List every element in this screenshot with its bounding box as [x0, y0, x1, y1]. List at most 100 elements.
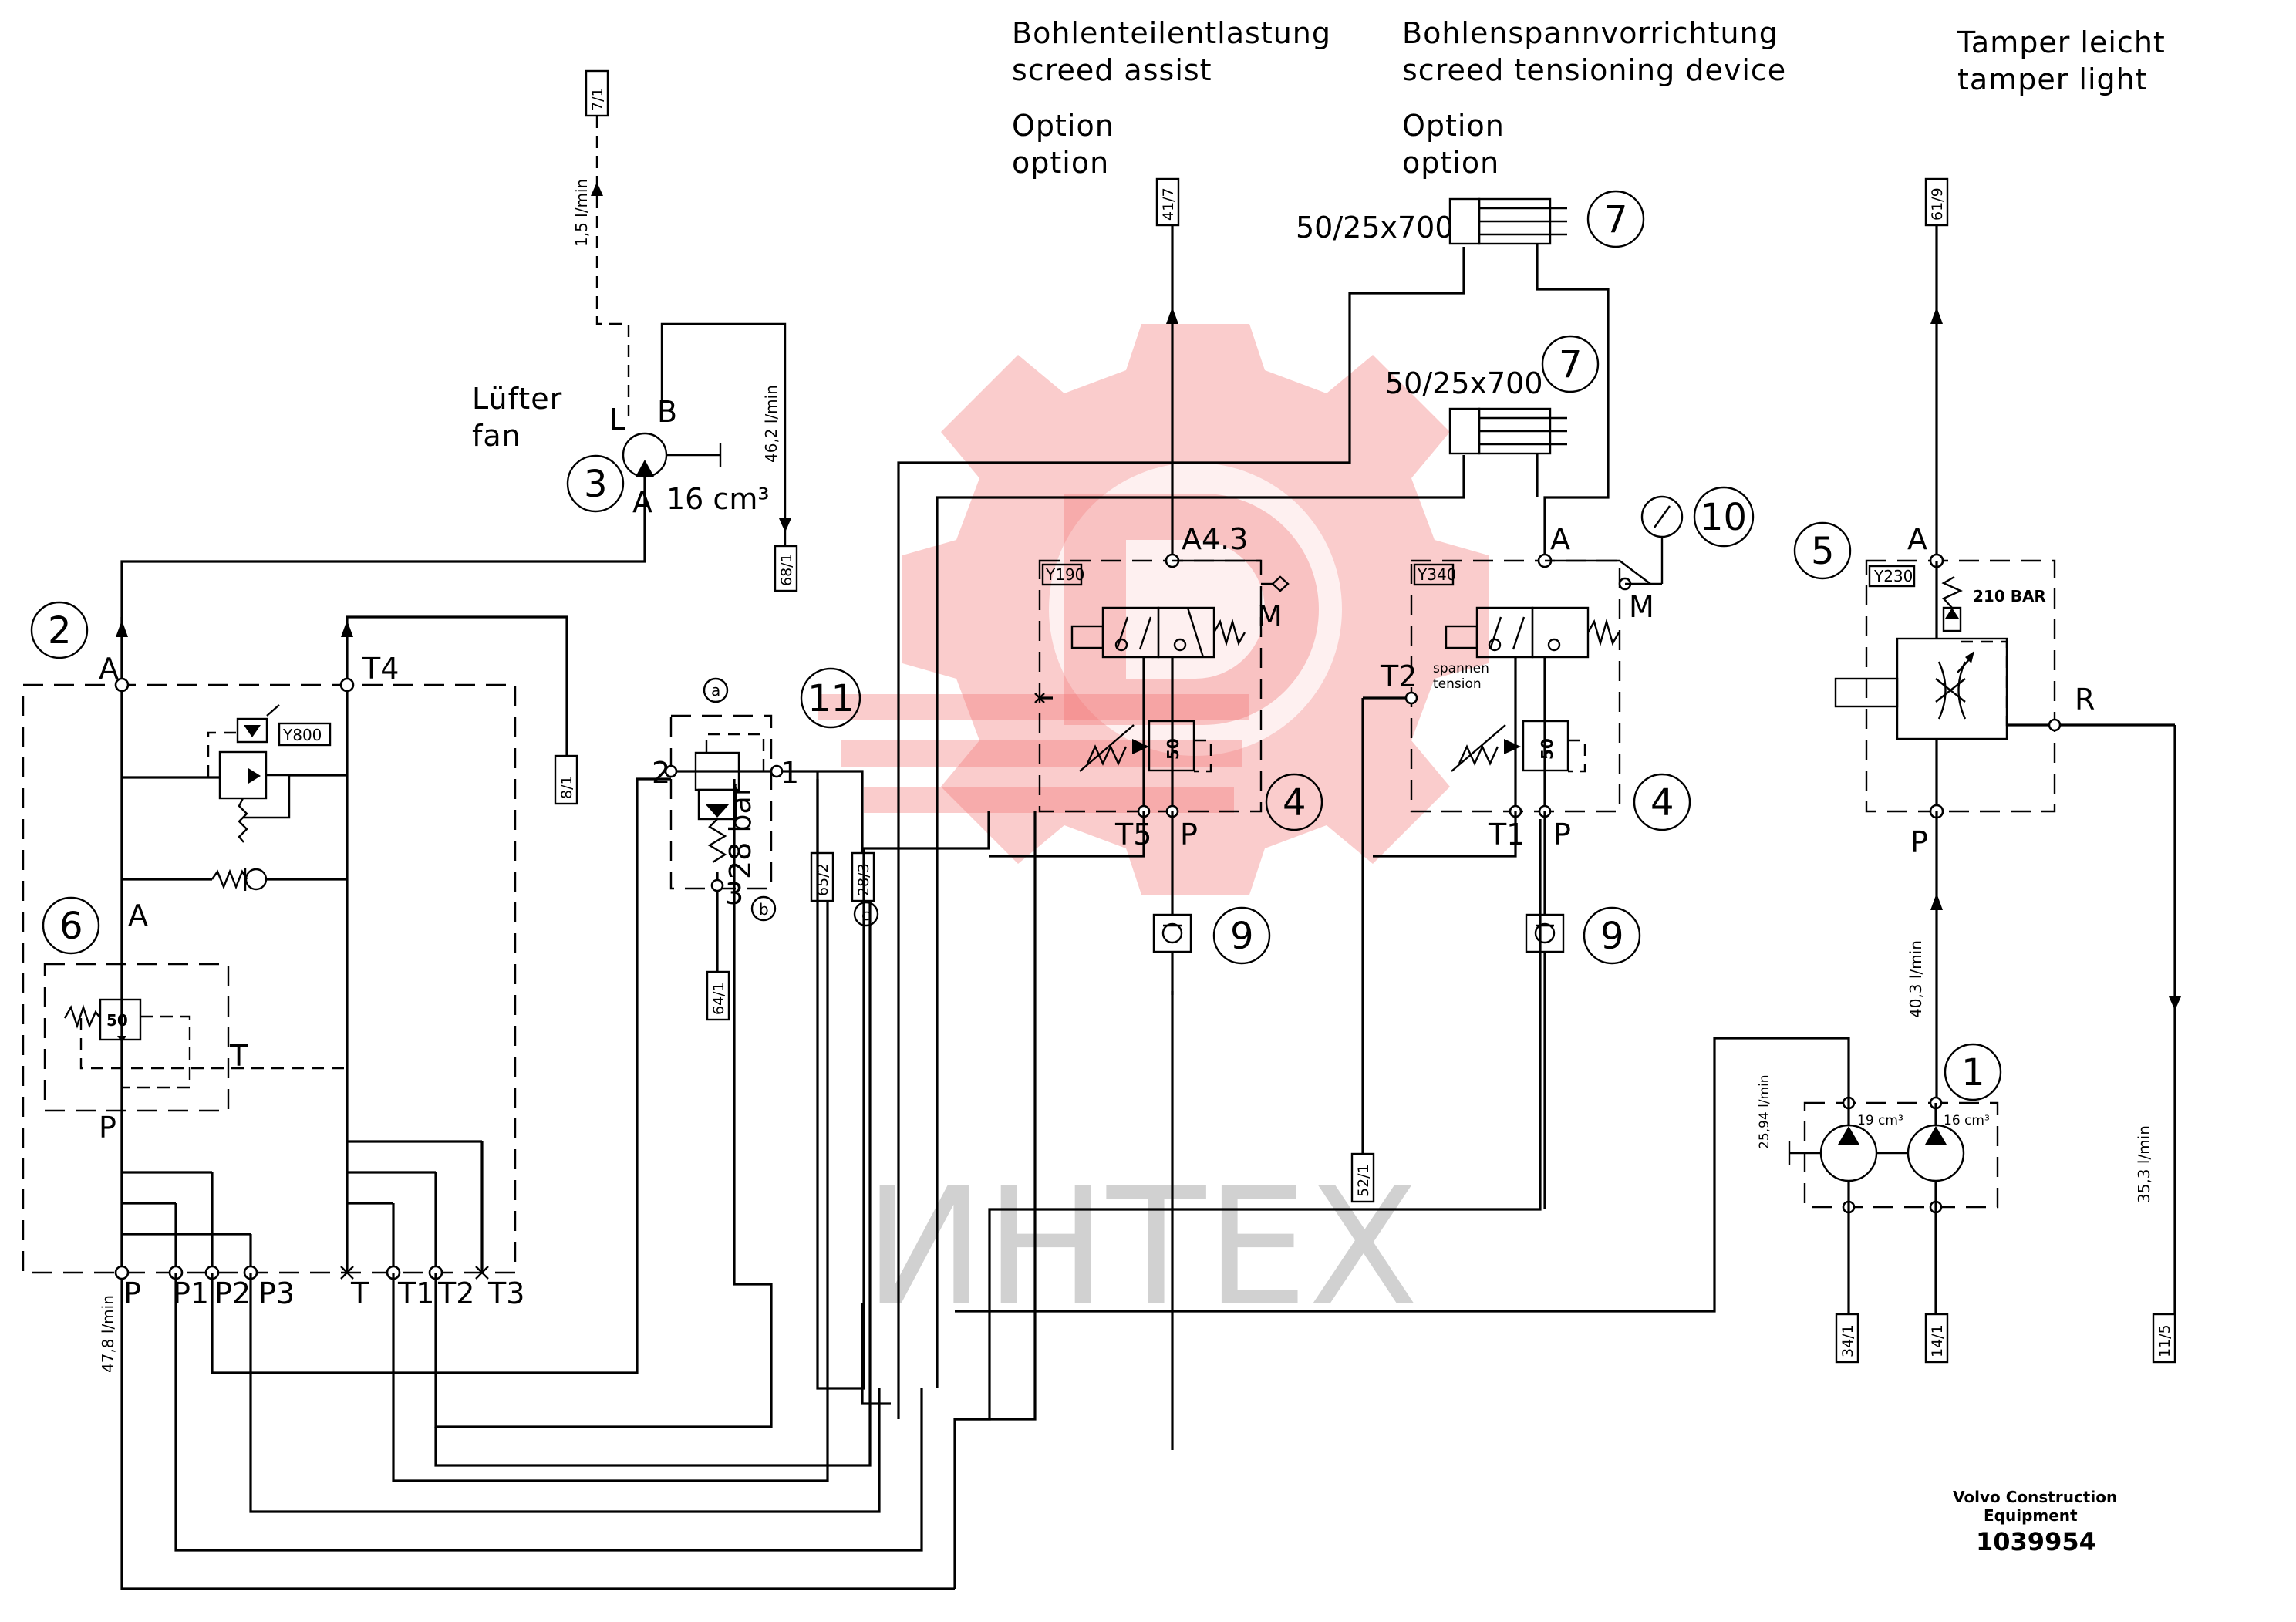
ref-41-7: 41/7: [1160, 187, 1177, 221]
tamper-pressure: 210 BAR: [1973, 587, 2046, 605]
cylinder-2-size: 50/25x700: [1385, 366, 1543, 400]
bottom-port-P2: P2: [214, 1276, 251, 1310]
tamper-heading-en: tamper light: [1957, 62, 2148, 96]
callout-5: 5: [1811, 530, 1835, 573]
callout-4b: 4: [1650, 781, 1674, 824]
bottom-port-P1: P1: [173, 1276, 209, 1310]
sheet-references: 7/1 68/1 8/1 64/1 65/2 28/3 41/7 52/1 61…: [554, 69, 2176, 1364]
screed-assist-heading-de: Bohlenteilentlastung: [1012, 16, 1331, 50]
port-A-label: A: [632, 485, 652, 519]
flow-fan-return: 1,5 l/min: [572, 179, 591, 247]
screed-assist-heading-en: screed assist: [1012, 53, 1212, 87]
callout-3-circle: [566, 454, 625, 513]
bottom-port-P3: P3: [258, 1276, 295, 1310]
circle-c-label: c: [861, 905, 870, 924]
tensioning-option-en: option: [1402, 146, 1499, 180]
flow-fan-supply: 46,2 l/min: [762, 385, 781, 463]
tamper-port-R: R: [2075, 683, 2095, 717]
pump-unit: 19 cm³ 16 cm³: [955, 1037, 1999, 1314]
ref-34-1: 34/1: [1839, 1324, 1856, 1357]
y340-label: Y340: [1417, 565, 1456, 584]
ref-8-1: 8/1: [558, 775, 575, 799]
bottom-port-T: T: [350, 1276, 369, 1310]
callout-3: 3: [584, 463, 608, 506]
flow-main: 47,8 l/min: [99, 1295, 117, 1373]
callout-7b: 7: [1559, 343, 1583, 386]
valve-6-port-P: P: [99, 1111, 116, 1145]
tensioning-heading-en: screed tensioning device: [1402, 53, 1786, 87]
callout-9b: 9: [1600, 915, 1624, 958]
screed-assist-option-en: option: [1012, 146, 1109, 180]
block-port-T4: T4: [362, 652, 399, 686]
main-valve-block: A T4 Y800 50 A T P: [22, 615, 568, 1310]
valve-6-setting: 50: [106, 1011, 128, 1030]
arrow-up-icon: [341, 620, 353, 637]
arrow-down-icon: [2169, 996, 2181, 1010]
pressure-reducing-valve: a 28 bar 2 1 3 b c: [652, 677, 879, 972]
ref-14-1: 14/1: [1929, 1324, 1946, 1357]
valve-b-port-T2: T2: [1380, 659, 1417, 693]
valve-a-port-P: P: [1180, 818, 1198, 851]
callout-5-circle: [1793, 521, 1852, 580]
screed-assist-valve: A4.3 Y190 M 50 T5 P: [989, 225, 1290, 995]
footer-company: Volvo Construction: [1953, 1488, 2117, 1506]
bottom-port-T1: T1: [397, 1276, 434, 1310]
callout-7a-circle: [1586, 190, 1645, 248]
valve-6-port-A: A: [128, 899, 148, 932]
callout-10-circle: [1693, 486, 1755, 548]
callout-9a-circle: [1212, 906, 1271, 965]
y230-label: Y230: [1873, 567, 1913, 585]
screed-assist-option-de: Option: [1012, 109, 1114, 143]
tensioning-device: 50/25x700 50/25x700 A Y340 M spannen ten…: [1296, 197, 1684, 1209]
flow-pump-left: 25,94 l/min: [1757, 1074, 1772, 1149]
arrow-up-icon: [116, 620, 128, 637]
valve-a-port-A43: A4.3: [1182, 522, 1248, 556]
port-L-label: L: [609, 403, 625, 437]
title-block: Volvo Construction Equipment 1039954: [1953, 1488, 2117, 1556]
circle-b-label: b: [759, 900, 769, 919]
callout-10: 10: [1700, 496, 1747, 539]
tamper-port-A: A: [1907, 522, 1927, 556]
arrow-up-icon: [1930, 307, 1943, 324]
tamper-heading-de: Tamper leicht: [1957, 25, 2166, 59]
ref-61-9: 61/9: [1929, 187, 1946, 221]
tamper-port-P: P: [1910, 825, 1928, 859]
callout-1-circle: [1944, 1043, 2002, 1101]
valve-11-port-2: 2: [652, 756, 670, 790]
fan-motor: L B A 16 cm³: [120, 116, 955, 1590]
footer-company-2: Equipment: [1984, 1506, 2078, 1525]
valve-b-port-T1: T1: [1488, 818, 1525, 851]
arrow-up-icon: [591, 182, 603, 196]
ref-64-1: 64/1: [710, 982, 727, 1015]
callout-1: 1: [1961, 1051, 1985, 1094]
valve-a-port-T5: T5: [1114, 818, 1151, 851]
valve-6-port-T: T: [229, 1039, 248, 1073]
circle-a-label: a: [711, 681, 720, 700]
tensioning-heading-de: Bohlenspannvorrichtung: [1402, 16, 1778, 50]
ref-11-5: 11/5: [2156, 1324, 2173, 1357]
callout-11: 11: [807, 677, 855, 720]
ref-68-1: 68/1: [778, 553, 795, 586]
block-port-A: A: [99, 652, 119, 686]
arrow-down-icon: [779, 518, 791, 532]
watermark-text: ИНТЕХ: [864, 1153, 1419, 1342]
ref-52-1: 52/1: [1355, 1164, 1372, 1197]
callout-9a: 9: [1230, 915, 1254, 958]
callout-4b-circle: [1633, 773, 1691, 831]
motor-triangle-icon: [636, 460, 654, 477]
callout-4a: 4: [1283, 781, 1306, 824]
spannen-label: spannen: [1433, 661, 1489, 676]
ref-7-1: 7/1: [589, 87, 606, 111]
valve-11-pressure: 28 bar: [723, 784, 757, 879]
valve-a-port-M: M: [1257, 599, 1283, 633]
y190-label: Y190: [1045, 565, 1084, 584]
callout-7a: 7: [1604, 198, 1628, 241]
valve-b-port-A: A: [1550, 522, 1570, 556]
valve-11-port-1: 1: [781, 756, 799, 790]
bottom-port-T2: T2: [437, 1276, 474, 1310]
valve-b-setting: 50: [1538, 738, 1556, 760]
footer-doc-number: 1039954: [1976, 1527, 2096, 1556]
port-B-label: B: [657, 395, 677, 429]
valve-b-port-M: M: [1629, 590, 1654, 624]
